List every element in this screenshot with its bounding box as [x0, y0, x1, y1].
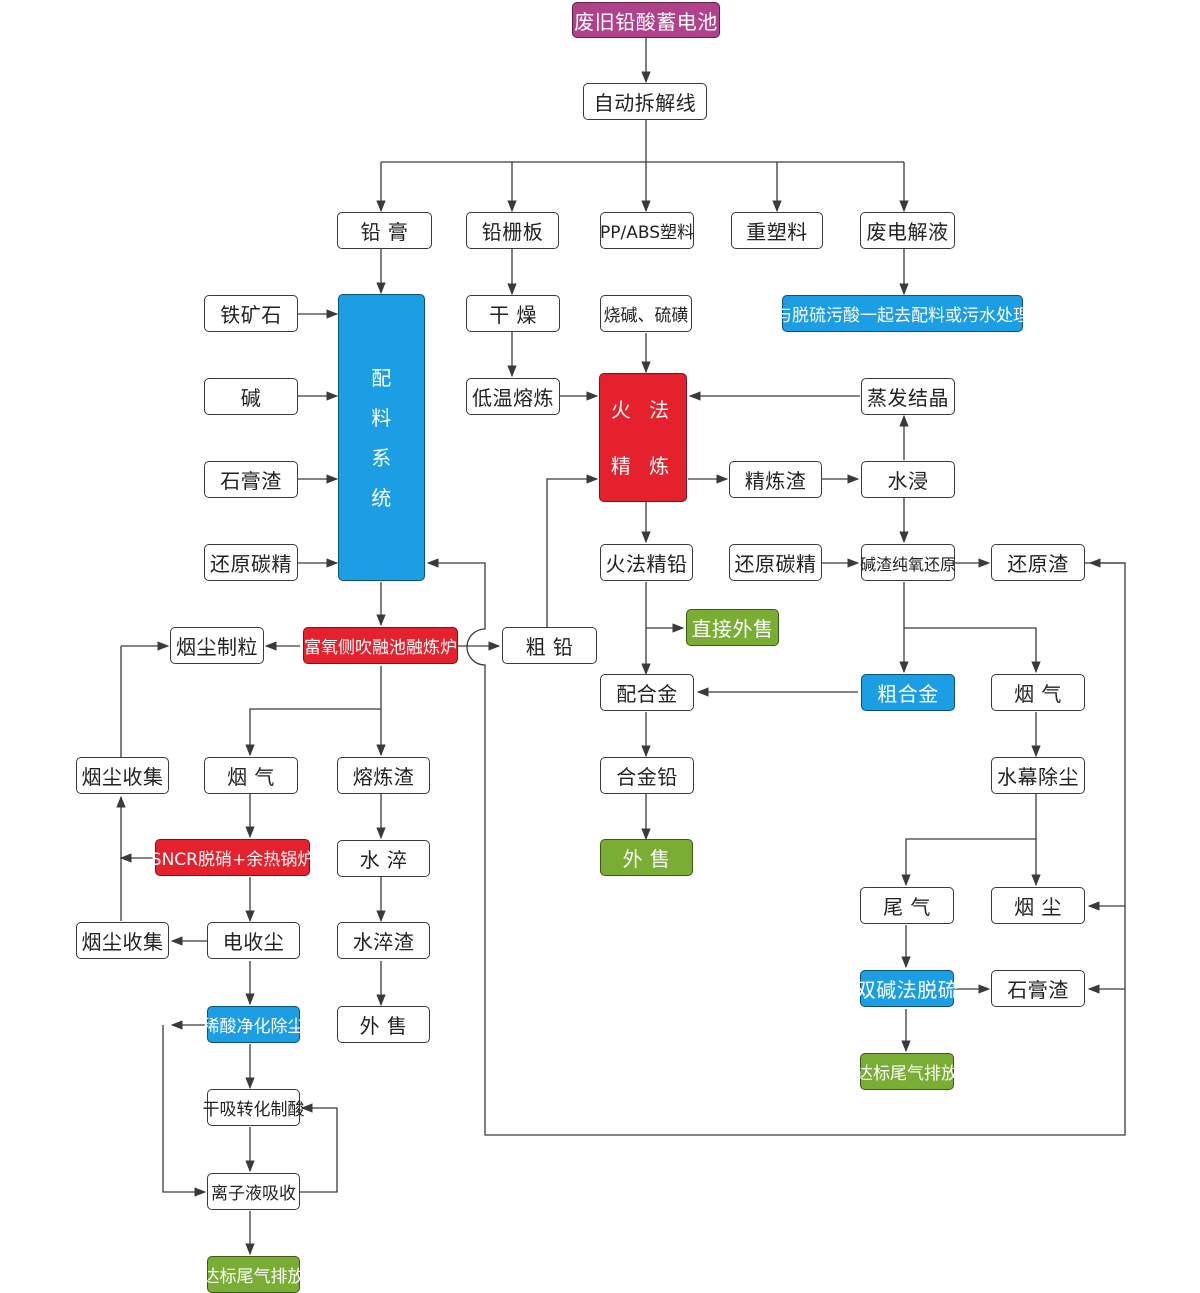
pp-abs-plastic-node: PP/ABS塑料: [600, 212, 694, 249]
dust-collect-bottom-node: 烟尘收集: [76, 922, 169, 959]
dust-collect-top-node: 烟尘收集: [76, 757, 169, 794]
batching-system-node: 配 料 系 统: [338, 294, 425, 581]
low-temp-melt-node: 低温熔炼: [466, 378, 560, 415]
electrostatic-node: 电收尘: [207, 922, 300, 959]
water-curtain-node: 水幕除尘: [991, 757, 1085, 794]
dilute-acid-node: 稀酸净化除尘: [203, 1006, 305, 1043]
heavy-plastic-node: 重塑料: [731, 212, 823, 249]
dust-right-node: 烟 尘: [991, 887, 1085, 924]
mixed-alloy-node: 配合金: [600, 674, 694, 711]
sncr-boiler-node: SNCR脱硝+余热锅炉: [151, 839, 314, 876]
gypsum-slag-right-node: 石膏渣: [991, 970, 1085, 1007]
dry-absorb-node: 干吸转化制酸: [203, 1089, 305, 1126]
alkali-slag-reduction-node: 碱渣纯氧还原: [860, 544, 956, 581]
evaporate-crystal-node: 蒸发结晶: [861, 378, 955, 415]
fire-refining-node: 火 法 精 炼: [599, 373, 687, 502]
gypsum-slag-left-node: 石膏渣: [204, 461, 298, 498]
sale-left-node: 外 售: [337, 1006, 430, 1043]
caustic-sulfur-node: 烧碱、硫磺: [600, 295, 692, 332]
lead-grid-node: 铅栅板: [466, 212, 559, 249]
waste-electrolyte-node: 废电解液: [860, 212, 955, 249]
fire-refining-line-1: 火 法: [610, 397, 676, 422]
electrolyte-treatment-node: 与脱硫污酸一起去配料或污水处理: [775, 295, 1030, 332]
batching-char-3: 系: [371, 445, 392, 470]
iron-ore-node: 铁矿石: [204, 295, 298, 332]
disassembly-line-node: 自动拆解线: [583, 83, 707, 120]
melt-slag-node: 熔炼渣: [337, 757, 430, 794]
battery-node: 废旧铅酸蓄电池: [572, 2, 720, 38]
reduce-carbon-right-node: 还原碳精: [729, 544, 822, 581]
crude-alloy-node: 粗合金: [861, 674, 955, 711]
discharge-right-node: 达标尾气排放: [856, 1053, 958, 1090]
ionic-absorb-node: 离子液吸收: [207, 1173, 300, 1210]
batching-char-1: 配: [371, 365, 392, 390]
smelting-furnace-node: 富氧侧吹融池融炼炉: [303, 627, 458, 664]
double-alkali-node: 双碱法脱硫: [856, 970, 958, 1007]
reduction-slag-node: 还原渣: [991, 544, 1085, 581]
discharge-left-node: 达标尾气排放: [203, 1256, 305, 1293]
alloy-lead-node: 合金铅: [600, 757, 694, 794]
tail-gas-node: 尾 气: [860, 887, 954, 924]
quench-slag-node: 水淬渣: [337, 922, 430, 959]
direct-sale-node: 直接外售: [686, 609, 779, 646]
batching-char-4: 统: [371, 485, 392, 510]
water-leach-node: 水浸: [861, 461, 955, 498]
refine-slag-node: 精炼渣: [729, 461, 822, 498]
crude-lead-node: 粗 铅: [502, 627, 597, 664]
dry-node: 干 燥: [466, 295, 560, 332]
water-quench-node: 水 淬: [337, 840, 430, 877]
dust-granulate-node: 烟尘制粒: [170, 627, 264, 664]
fire-refining-line-2: 精 炼: [610, 453, 676, 478]
fire-refined-lead-node: 火法精铅: [600, 544, 693, 581]
sale-mid-node: 外 售: [600, 839, 693, 876]
flue-gas-left-node: 烟 气: [204, 757, 298, 794]
reduce-carbon-left-node: 还原碳精: [204, 544, 298, 581]
flue-gas-right-node: 烟 气: [991, 674, 1085, 711]
lead-paste-node: 铅 膏: [337, 212, 432, 249]
batching-char-2: 料: [371, 405, 392, 430]
alkali-node: 碱: [204, 378, 298, 415]
